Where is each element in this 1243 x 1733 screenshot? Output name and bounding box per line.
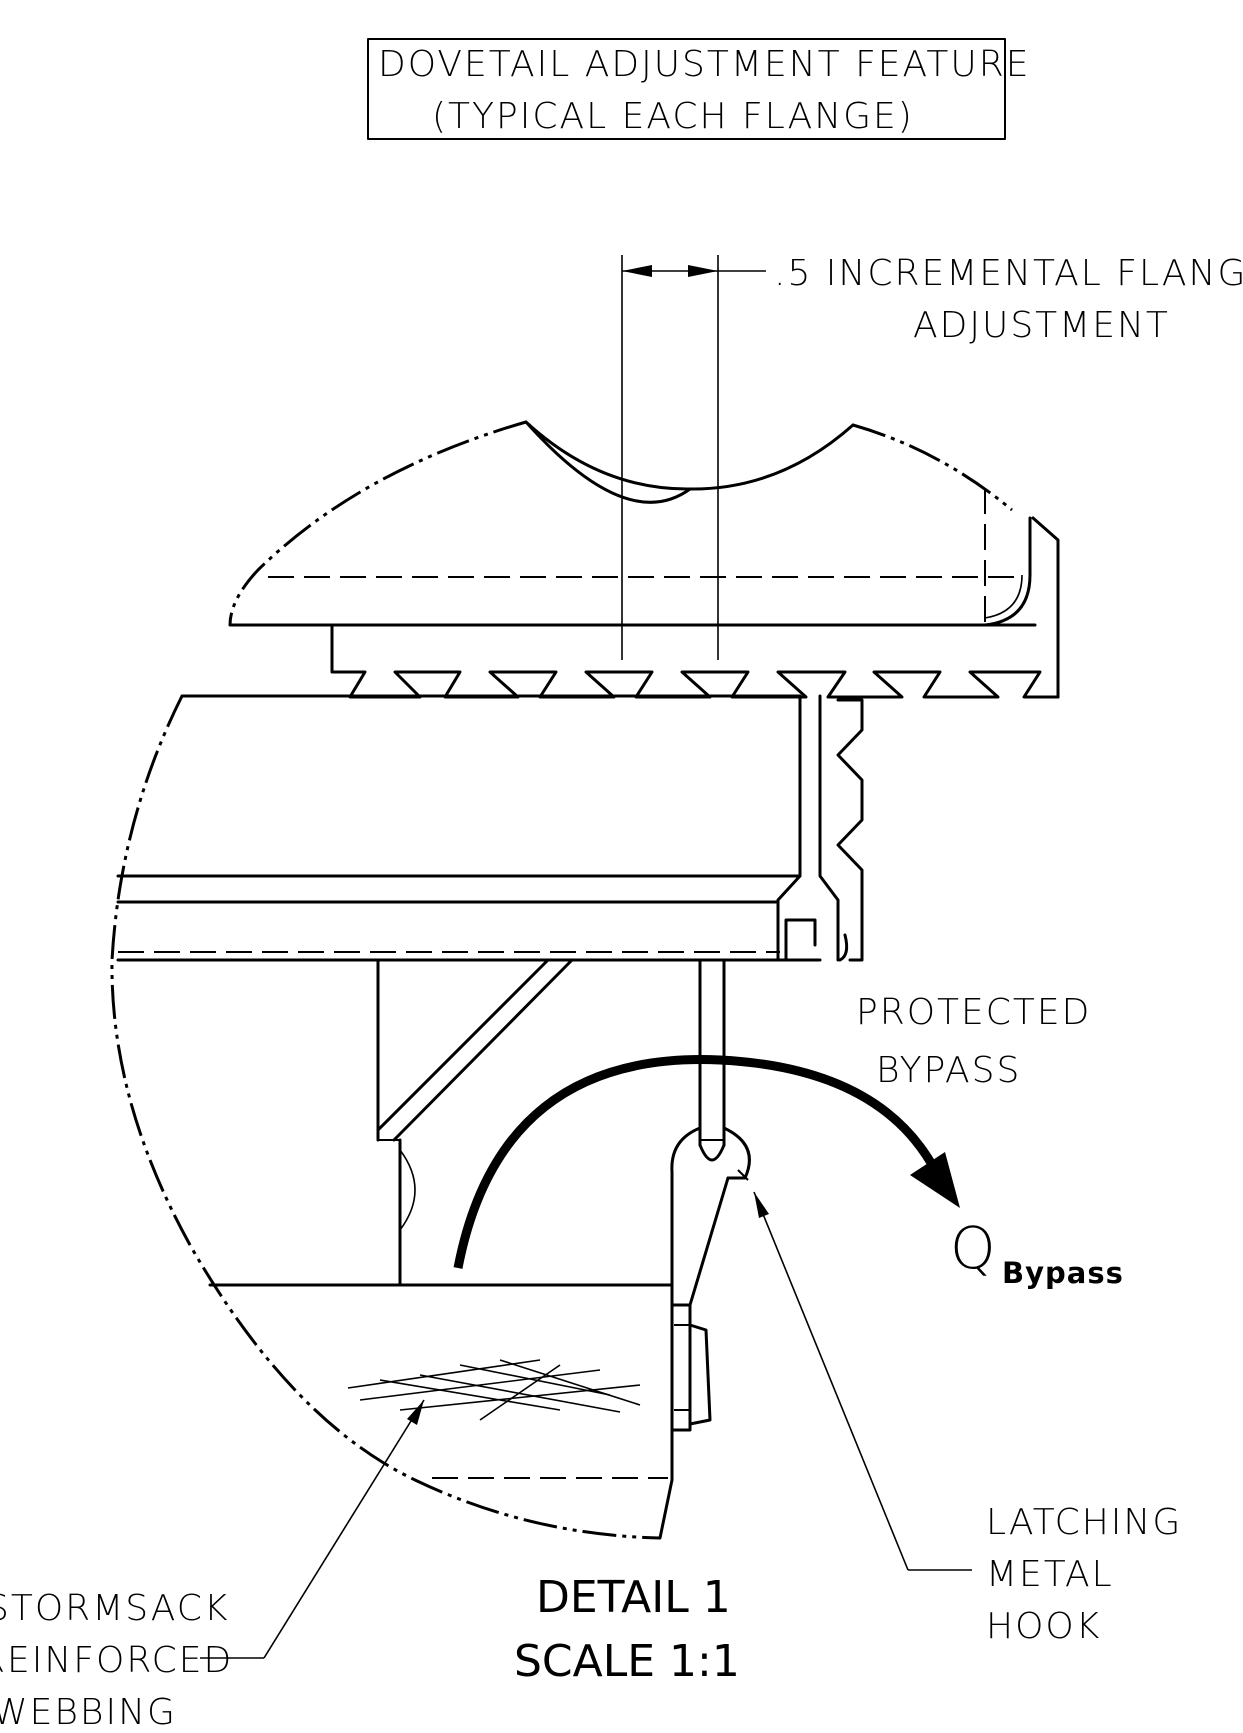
webbing-label-line2: REINFORCED bbox=[0, 1640, 233, 1681]
bypass-flow-arrow bbox=[453, 1055, 960, 1269]
bracket bbox=[376, 958, 574, 1287]
webbing-leader: STORMSACK REINFORCED WEBBING bbox=[0, 1399, 425, 1733]
detail-title: DETAIL 1 bbox=[536, 1572, 731, 1623]
protected-label-line1: PROTECTED bbox=[856, 992, 1091, 1033]
hanger-rod bbox=[670, 958, 751, 1307]
dovetail-title-line2: (TYPICAL EACH FLANGE) bbox=[432, 96, 914, 137]
dovetail-title-box: DOVETAIL ADJUSTMENT FEATURE (TYPICAL EAC… bbox=[367, 38, 1030, 140]
webbing-label-line1: STORMSACK bbox=[0, 1588, 230, 1629]
detail-scale: SCALE 1:1 bbox=[514, 1636, 740, 1687]
hook-label-line1: LATCHING bbox=[986, 1502, 1182, 1543]
flow-symbol: Q bbox=[950, 1214, 996, 1282]
hook-label-line2: METAL bbox=[986, 1554, 1114, 1595]
flow-subscript: Bypass bbox=[1002, 1256, 1124, 1290]
webbing-mesh bbox=[347, 1359, 641, 1421]
hook-leader: LATCHING METAL HOOK bbox=[753, 1191, 1182, 1647]
stormsack-bag bbox=[208, 1283, 712, 1540]
increment-dimension: .5 INCREMENTAL FLANGE ADJUSTMENT bbox=[621, 253, 1243, 660]
increment-label-line1: .5 INCREMENTAL FLANGE bbox=[774, 253, 1243, 294]
increment-label-line2: ADJUSTMENT bbox=[913, 305, 1170, 346]
hook-label-line3: HOOK bbox=[986, 1606, 1101, 1647]
top-flange bbox=[228, 420, 1060, 699]
frame-body bbox=[116, 694, 864, 962]
webbing-label-line3: WEBBING bbox=[0, 1692, 177, 1733]
detail-boundary bbox=[110, 420, 1013, 1540]
dovetail-title-line1: DOVETAIL ADJUSTMENT FEATURE bbox=[378, 44, 1030, 85]
dovetail-strip bbox=[330, 623, 1060, 699]
protected-label-line2: BYPASS bbox=[876, 1050, 1021, 1091]
